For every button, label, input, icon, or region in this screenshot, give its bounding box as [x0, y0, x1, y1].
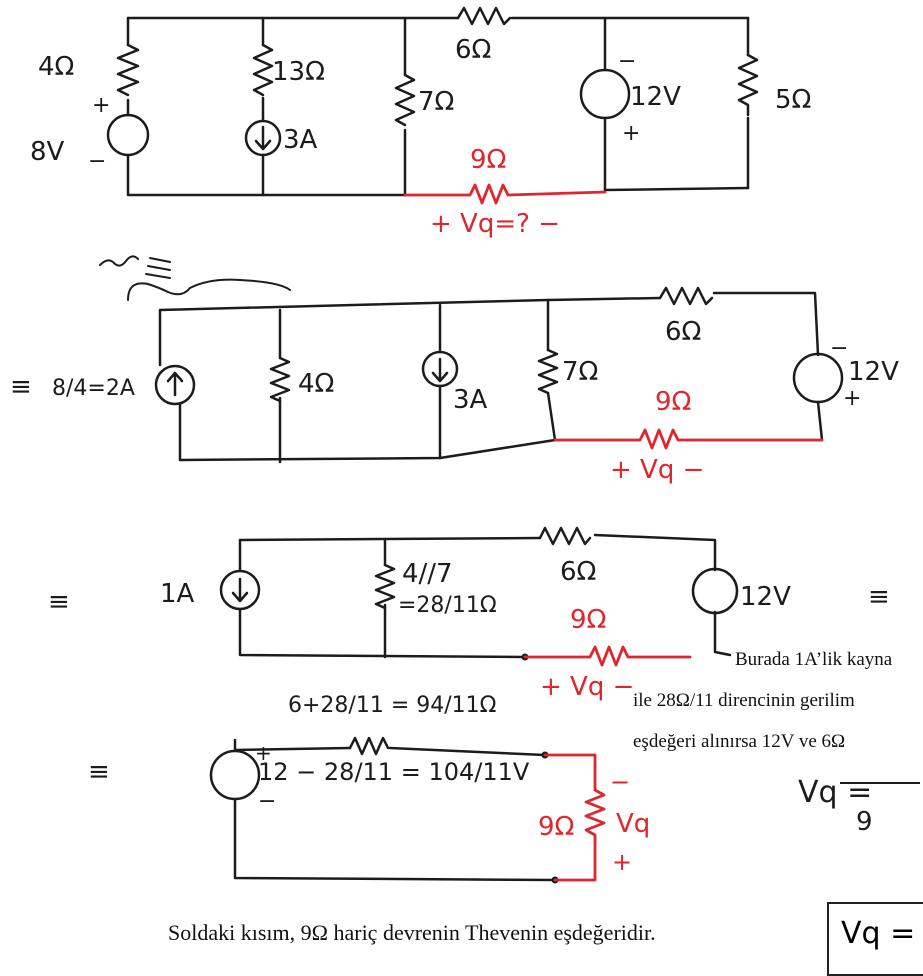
- label-vth: 12 − 28/11 = 104/11V: [258, 758, 530, 786]
- equiv-2: ≡: [10, 372, 32, 402]
- resistor-4ohm: [116, 43, 140, 97]
- label-3a: 3A: [283, 125, 318, 155]
- label-vq-4: Vq: [616, 809, 650, 839]
- label-5ohm: 5Ω: [775, 85, 811, 115]
- resistor-13ohm: [252, 43, 274, 97]
- label-12v-2: 12V: [848, 357, 899, 387]
- label-7ohm-2: 7Ω: [562, 357, 598, 387]
- answer-box: Vq =: [827, 902, 923, 976]
- label-plus-vth: +: [255, 741, 272, 765]
- resistor-rth: [348, 736, 390, 756]
- label-plus-vq4: +: [612, 848, 632, 876]
- label-vq-2: + Vq −: [610, 455, 704, 485]
- voltage-source-vth: [209, 749, 261, 801]
- label-plus-8v: +: [92, 93, 110, 118]
- label-6ohm: 6Ω: [455, 35, 491, 65]
- equiv-3-right: ≡: [868, 582, 890, 612]
- label-7ohm: 7Ω: [418, 87, 454, 117]
- circuit-1-wires: [126, 16, 750, 197]
- resistor-7ohm: [394, 73, 416, 127]
- eq-vq: Vq =: [798, 775, 872, 810]
- label-9ohm-4: 9Ω: [538, 812, 574, 842]
- label-2a: 8/4=2A: [52, 376, 135, 401]
- resistor-5ohm: [737, 53, 759, 117]
- caption: Soldaki kısım, 9Ω hariç devrenin Theveni…: [168, 920, 656, 945]
- label-28-11: =28/11Ω: [398, 593, 497, 618]
- label-minus-8v: −: [88, 149, 106, 174]
- voltage-source-12v-2: [792, 352, 844, 404]
- label-12v: 12V: [630, 82, 681, 112]
- label-12v-3: 12V: [740, 582, 791, 612]
- label-6ohm-2: 6Ω: [665, 317, 701, 347]
- label-9ohm-2: 9Ω: [655, 387, 691, 417]
- voltage-source-12v-3: [691, 567, 739, 615]
- label-plus-12v: +: [622, 121, 640, 146]
- label-1a: 1A: [160, 579, 195, 609]
- label-6ohm-3: 6Ω: [560, 557, 596, 587]
- label-minus-vth: −: [258, 789, 276, 814]
- resistor-7ohm-2: [537, 348, 559, 395]
- voltage-source-8v: [106, 113, 150, 157]
- circuit-1-red: [403, 183, 607, 205]
- explanation-line-3: eşdeğeri alınırsa 12V ve 6Ω: [633, 731, 846, 752]
- current-source-3a: [244, 119, 282, 157]
- label-9ohm-3: 9Ω: [570, 605, 606, 635]
- equiv-3: ≡: [48, 587, 70, 617]
- label-rth: 6+28/11 = 94/11Ω: [288, 693, 496, 718]
- label-4ohm: 4Ω: [38, 52, 74, 82]
- resistor-6ohm-top: [456, 6, 512, 26]
- resistor-6ohm-3: [538, 526, 592, 546]
- equiv-4: ≡: [88, 757, 110, 787]
- current-source-1a: [219, 569, 261, 611]
- current-source-3a-2: [421, 350, 459, 388]
- label-plus-12v-2: +: [843, 386, 861, 411]
- label-vq-3: + Vq −: [540, 672, 634, 702]
- explanation-line-2: ile 28Ω/11 direncinin gerilim: [633, 690, 855, 711]
- label-3a-2: 3A: [453, 385, 488, 415]
- answer-text: Vq =: [841, 916, 916, 951]
- explanation-line-1: Burada 1A’lik kayna: [735, 649, 893, 670]
- eq-den: 9: [856, 807, 873, 837]
- label-minus-vq4: −: [610, 768, 630, 796]
- label-vq-1: + Vq=? −: [430, 209, 560, 239]
- label-13ohm: 13Ω: [272, 57, 325, 87]
- voltage-source-12v: [579, 68, 631, 120]
- label-minus-12v: −: [618, 49, 636, 74]
- label-4ohm-2: 4Ω: [298, 369, 334, 399]
- label-4par7: 4//7: [402, 559, 453, 589]
- current-source-2a: [154, 364, 196, 406]
- label-minus-12v-2: −: [830, 336, 848, 361]
- resistor-parallel: [374, 563, 396, 610]
- label-9ohm: 9Ω: [470, 145, 506, 175]
- resistor-4ohm-2: [269, 356, 291, 403]
- resistor-6ohm-2: [658, 286, 714, 306]
- label-8v: 8V: [30, 137, 65, 167]
